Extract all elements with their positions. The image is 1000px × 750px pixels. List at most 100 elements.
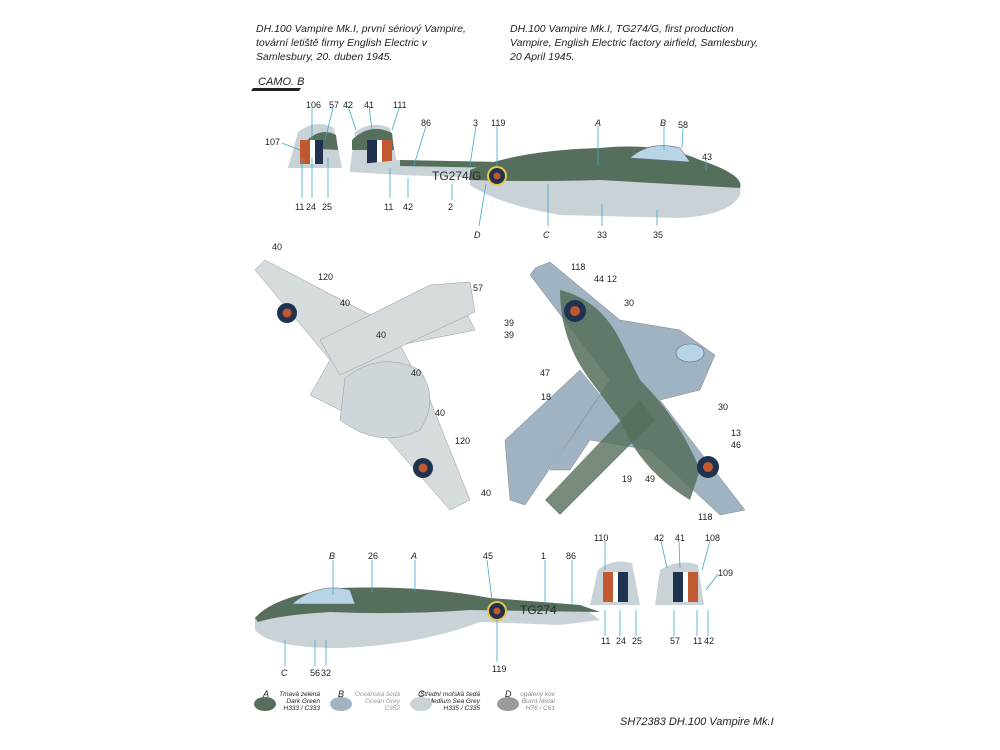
callout-plan-0: 118 [571,262,586,272]
callout-top-side-13: 11 [295,202,305,212]
canopy-top-view [629,145,691,163]
legend-a-text: Tmavá zelená Dark Green H333 / C333 [250,691,320,712]
legend-a-code: H333 / C333 [283,705,321,712]
callout-bottom-side-6: 110 [594,533,609,543]
legend-letter-d: D [505,689,512,699]
underside-view [254,259,476,511]
callout-top-side-18: 2 [448,202,454,212]
legend-c-code: H335 / C335 [443,705,481,712]
callout-top-side-10: 58 [678,120,689,130]
callout-top-side-0: 106 [306,100,322,110]
legend-b-cz: Oceánská šedá [354,691,400,698]
callout-top-side-2: 42 [343,100,354,110]
legend-d-cz: opálený kov [520,691,555,698]
legend-c-en: Medium Sea Grey [427,698,480,705]
legend-swatch-b [330,697,352,711]
callout-bottom-side-3: 45 [483,551,494,561]
callout-plan-3: 30 [624,298,635,308]
legend-swatch-c [410,697,432,711]
callout-bottom-side-18: 57 [670,636,681,646]
callout-under-1: 120 [318,272,334,282]
legend-d-text: opálený kov Burnt Metal H76 / C61 [495,691,555,712]
callout-bottom-side-2: A [411,551,418,561]
legend-swatch-d [497,697,519,711]
legend-letter-c: C [418,689,425,699]
legend-d-code: H76 / C61 [525,705,555,712]
callout-top-side-4: 111 [393,100,407,110]
side-view-top: TG274/G [281,105,741,227]
legend-c-cz: Střední mořská šedá [420,691,480,698]
callout-top-side-20: C [543,230,550,240]
camo-label: CAMO. B [258,76,305,88]
callout-top-side-21: 33 [597,230,608,240]
underside-boom [319,281,476,376]
callout-bottom-side-10: 109 [718,568,734,578]
callout-bottom-side-14: 119 [492,664,507,674]
callout-bottom-side-16: 24 [616,636,627,646]
callout-top-side-14: 24 [306,202,317,212]
callout-top-side-7: 119 [491,118,506,128]
callout-bottom-side-20: 42 [704,636,715,646]
callout-bottom-side-15: 11 [601,636,611,646]
callout-plan-11: 118 [698,512,713,522]
callout-top-side-5: 86 [421,118,432,128]
callout-plan-5: 18 [541,392,552,402]
callout-bottom-side-4: 1 [541,551,547,561]
canopy-plan-view [675,343,705,363]
callout-top-side-6: 3 [473,118,479,128]
callout-bottom-side-5: 86 [566,551,577,561]
callout-top-side-16: 11 [384,202,394,212]
callout-under-10: 40 [481,488,492,498]
callout-under-6: 40 [376,330,387,340]
legend-c-text: Střední mořská šedá Medium Sea Grey H335… [410,691,480,712]
callout-under-7: 40 [411,368,422,378]
callout-plan-7: 13 [731,428,742,438]
callout-under-0: 40 [272,242,283,252]
callout-plan-1: 44 [594,274,605,284]
serial-bottom-side: TG274 [520,603,557,617]
callout-under-2: 40 [340,298,351,308]
callout-top-side-8: A [595,118,602,128]
callout-under-9: 120 [455,436,471,446]
callout-bottom-side-13: 32 [321,668,332,678]
underside-fuselage [339,361,431,439]
caption-czech: DH.100 Vampire Mk.I, první sériový Vampi… [256,23,466,63]
canopy-bottom-view [291,587,356,605]
callout-bottom-side-0: B [329,551,336,561]
legend-letter-a: A [263,689,270,699]
callout-top-side-3: 41 [364,100,375,110]
upper-boom-right [545,400,655,515]
legend-b-code: C352 [384,705,400,712]
footer-code: SH72383 DH.100 Vampire Mk.I [620,716,774,728]
callout-top-side-9: B [660,118,667,128]
legend-b-text: Oceánská šedá Ocean Grey C352 [330,691,400,712]
callout-top-side-19: D [474,230,481,240]
fin-flash-blue [315,140,323,164]
callout-under-5: 39 [504,330,515,340]
callout-bottom-side-17: 25 [632,636,643,646]
callout-under-3: 57 [473,283,484,293]
legend-a-en: Dark Green [286,698,320,705]
callout-plan-10: 49 [645,474,656,484]
callout-plan-9: 19 [622,474,633,484]
callout-top-side-22: 35 [653,230,664,240]
callout-top-side-17: 42 [403,202,414,212]
callout-bottom-side-1: 26 [368,551,379,561]
callout-plan-4: 47 [540,368,551,378]
callout-under-4: 39 [504,318,515,328]
serial-top-side: TG274/G [432,169,481,183]
callout-bottom-side-19: 11 [693,636,703,646]
side-view-bottom: TG274 [255,540,719,666]
callout-top-side-15: 25 [322,202,333,212]
callout-plan-2: 12 [607,274,618,284]
callout-bottom-side-7: 42 [654,533,665,543]
callout-plan-8: 46 [731,440,742,450]
callout-top-side-12: 107 [265,137,281,147]
legend-d-en: Burnt Metal [521,698,555,705]
legend-b-en: Ocean Grey [364,698,400,705]
callout-plan-6: 30 [718,402,729,412]
callout-top-side-11: 43 [702,152,713,162]
legend-letter-b: B [338,689,345,699]
callout-bottom-side-9: 108 [705,533,721,543]
callout-bottom-side-11: C [281,668,288,678]
